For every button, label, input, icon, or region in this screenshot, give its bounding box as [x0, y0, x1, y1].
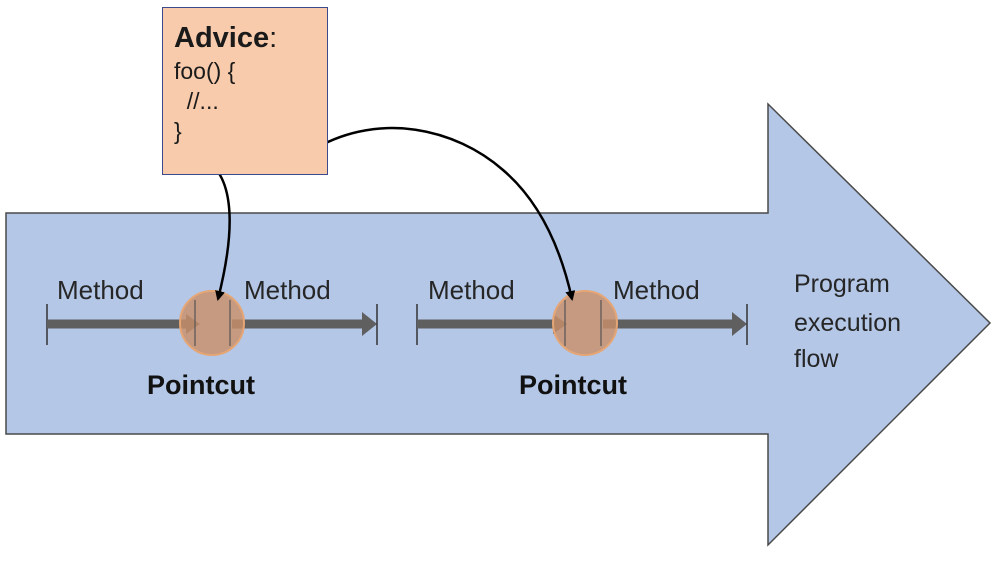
advice-code-line: //... — [174, 88, 219, 114]
advice-code-line: foo() { — [174, 58, 236, 84]
advice-title: Advice: — [174, 20, 327, 56]
advice-code-line: } — [174, 118, 182, 144]
pointcut-joinpoint — [552, 290, 618, 356]
pointcut-label: Pointcut — [519, 370, 627, 400]
flow-label: Program execution flow — [794, 270, 908, 373]
method-label-left: Method — [57, 275, 144, 305]
flow-label-line: flow — [794, 345, 839, 373]
method-bar-head — [732, 312, 747, 336]
segment-2: Method Method Pointcut — [416, 275, 748, 400]
advice-title-colon: : — [269, 22, 278, 54]
flow-label-line: Program — [794, 270, 890, 298]
pointcut-label: Pointcut — [147, 370, 255, 400]
flow-label-line: execution — [794, 309, 901, 337]
advice-box: Advice: foo() { //... } — [162, 7, 328, 175]
method-label-right: Method — [244, 275, 331, 305]
segment-1: Method Method Pointcut — [46, 275, 378, 400]
advice-connector-2 — [315, 126, 576, 301]
method-label-right: Method — [613, 275, 700, 305]
advice-title-text: Advice — [174, 22, 270, 54]
pointcut-joinpoint — [179, 290, 245, 356]
method-bar-head — [362, 312, 377, 336]
method-label-left: Method — [428, 275, 515, 305]
